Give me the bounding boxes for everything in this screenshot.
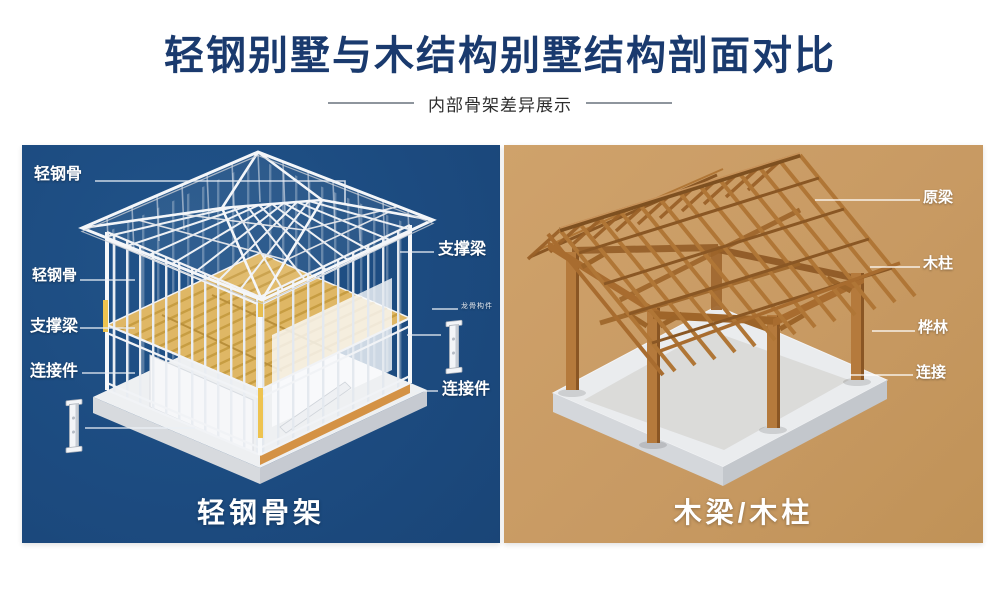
label-keel-part-small: 龙骨构件 [461, 303, 493, 310]
label-wood-column: 木柱 [923, 255, 954, 272]
wood-panel: 原梁 木柱 桦林 连接 木梁/木柱 [504, 145, 983, 543]
wood-frame-illustration [526, 152, 920, 486]
steel-stud-connector-icon [65, 398, 83, 454]
wood-leader-lines [815, 199, 920, 376]
subtitle-line-right [586, 102, 672, 104]
label-wood-beam: 原梁 [923, 189, 954, 206]
label-wood-connect: 连接 [916, 364, 947, 381]
wood-roof-front-plane [546, 152, 917, 377]
label-connector-right: 连接件 [442, 381, 491, 398]
page-subtitle: 内部骨架差异展示 [428, 95, 572, 115]
subtitle-row: 内部骨架差异展示 [0, 92, 1000, 115]
subtitle-line-left [328, 102, 414, 104]
label-support-beam-right: 支撑梁 [438, 241, 487, 258]
label-steel-keel-top: 轻钢骨 [34, 166, 83, 183]
steel-leader-lines [80, 180, 458, 429]
label-support-beam-left: 支撑梁 [30, 318, 79, 335]
wood-principal-rafter [618, 207, 802, 303]
label-steel-keel-left: 轻钢骨 [32, 267, 78, 284]
caption-steel-frame: 轻钢骨架 [196, 497, 325, 528]
label-connector-left: 连接件 [30, 363, 79, 380]
label-wood-tenon: 桦林 [918, 319, 949, 336]
page-title: 轻钢别墅与木结构别墅结构剖面对比 [164, 34, 836, 78]
steel-frame-illustration [65, 150, 463, 484]
caption-wood-frame: 木梁/木柱 [673, 497, 814, 528]
steel-panel: 轻钢骨 轻钢骨 支撑梁 连接件 支撑梁 龙骨构件 连接件 轻钢骨架 [22, 145, 500, 543]
steel-stud-connector-icon [445, 319, 463, 375]
wood-base-slab [551, 305, 889, 486]
